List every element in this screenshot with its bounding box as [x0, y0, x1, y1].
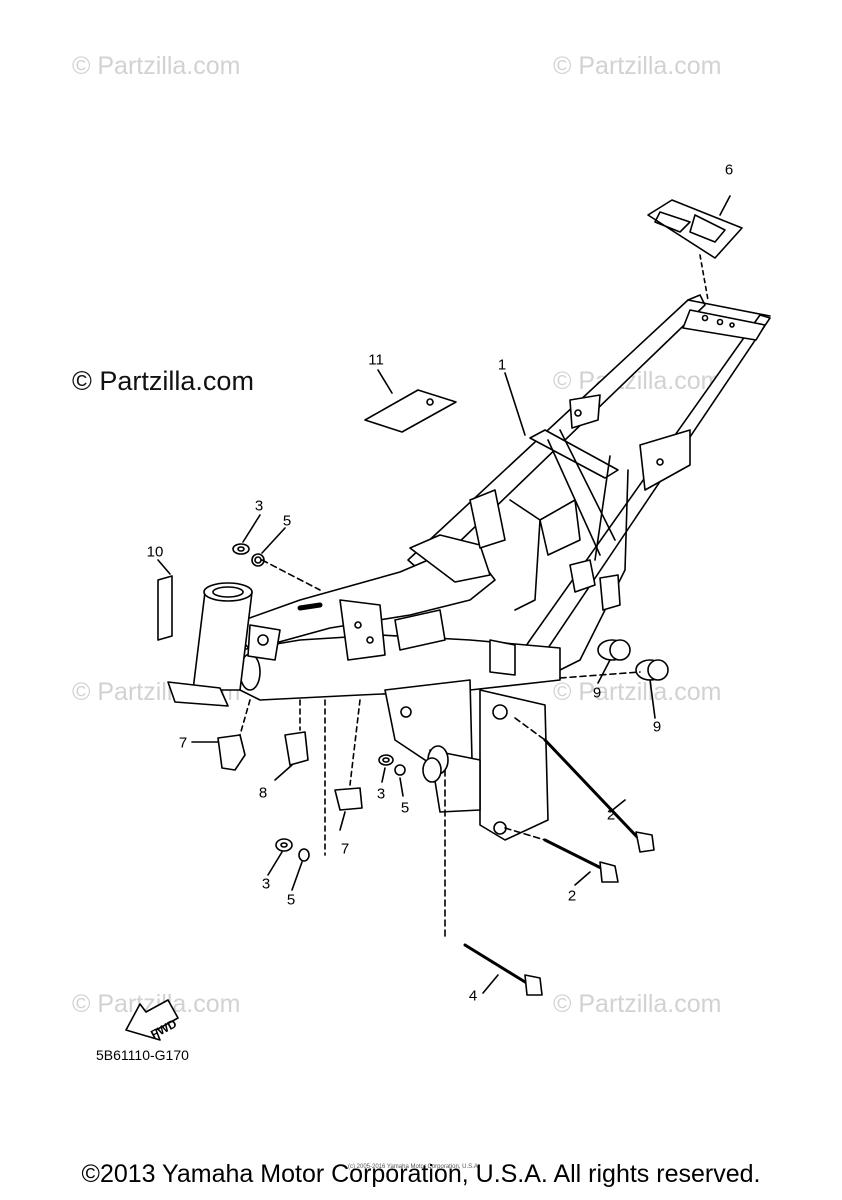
- copyright-footer: ©2013 Yamaha Motor Corporation, U.S.A. A…: [81, 1160, 761, 1188]
- steering-head: [167, 582, 281, 707]
- diagram-code: 5B61110-G170: [96, 1047, 189, 1063]
- callout-7b: 7: [340, 840, 350, 858]
- main-frame: [229, 489, 561, 701]
- callout-3c: 3: [261, 875, 271, 893]
- watermark-top-left: © Partzilla.com: [72, 52, 241, 80]
- watermark-bottom-right: © Partzilla.com: [553, 990, 722, 1018]
- callout-5b: 5: [400, 799, 410, 817]
- bolts-2: [504, 717, 655, 886]
- washers-upper: [232, 514, 321, 591]
- part-6-bracket: [647, 195, 743, 301]
- clamps: [191, 699, 363, 856]
- callout-11: 11: [368, 351, 384, 369]
- watermark-mid-right: © Partzilla.com: [553, 367, 722, 395]
- callout-6: 6: [724, 161, 734, 179]
- watermark-main: © Partzilla.com: [72, 366, 254, 396]
- callout-10: 10: [146, 543, 164, 561]
- watermark-lower-right: © Partzilla.com: [553, 678, 722, 706]
- engine-mount-plates: [384, 679, 549, 841]
- callout-2b: 2: [567, 887, 577, 905]
- part-10-strip: [157, 559, 173, 641]
- leader-1: [504, 372, 526, 436]
- bolt-4: [444, 769, 543, 996]
- callout-9a: 9: [592, 684, 602, 702]
- callout-3b: 3: [376, 785, 386, 803]
- watermark-top-right: © Partzilla.com: [553, 52, 722, 80]
- rear-frame-rails: [407, 294, 771, 671]
- bushings-9: [559, 639, 669, 719]
- callout-9b: 9: [652, 718, 662, 736]
- callout-7a: 7: [178, 734, 188, 752]
- part-11-label: [364, 369, 457, 433]
- callout-1: 1: [497, 356, 507, 374]
- fwd-arrow: [125, 999, 179, 1041]
- washers-lower: [267, 838, 310, 891]
- callout-4: 4: [468, 987, 478, 1005]
- small-print: (c) 2005-2016 Yamaha Motor Corporation, …: [348, 1164, 480, 1170]
- washers-middle: [378, 754, 406, 797]
- callout-5c: 5: [286, 891, 296, 909]
- callout-8: 8: [258, 784, 268, 802]
- callout-5a: 5: [282, 512, 292, 530]
- callout-2a: 2: [606, 806, 616, 824]
- callout-3a: 3: [254, 497, 264, 515]
